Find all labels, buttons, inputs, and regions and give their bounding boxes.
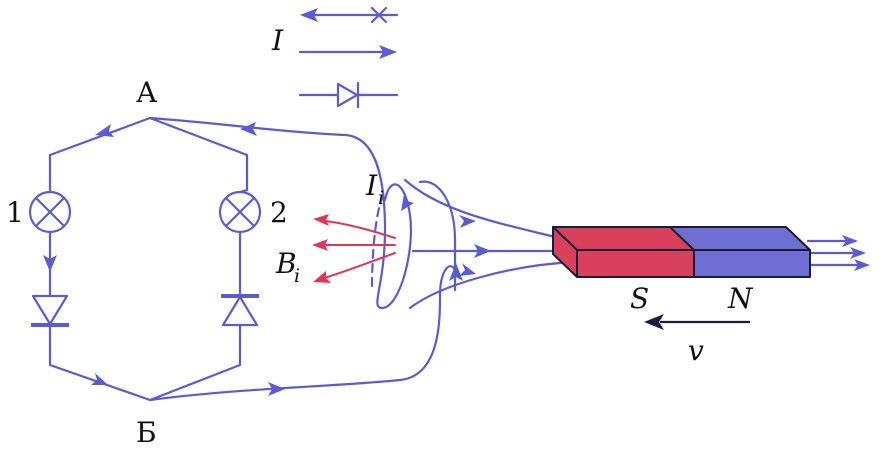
legend-arrow bbox=[298, 45, 397, 59]
south-pole-label: S bbox=[630, 282, 649, 315]
wire-coil-b bbox=[148, 265, 457, 402]
legend-current-symbol: I bbox=[271, 24, 284, 57]
lamp-2 bbox=[218, 190, 262, 234]
magnet-south-front bbox=[576, 249, 695, 278]
velocity-arrow bbox=[644, 314, 750, 330]
induced-current-subscript: i bbox=[378, 187, 384, 209]
node-b-label: Б bbox=[136, 416, 157, 449]
diode-left bbox=[31, 294, 69, 327]
magnet-north-front bbox=[693, 249, 811, 278]
lamp-2-label: 2 bbox=[270, 196, 288, 229]
wire-a-left bbox=[48, 116, 152, 192]
north-pole-label: N bbox=[727, 282, 754, 315]
induced-current-label: I bbox=[365, 169, 378, 202]
induced-field-subscript: i bbox=[294, 265, 300, 287]
velocity-label: v bbox=[688, 334, 704, 367]
magnet-field-lines bbox=[403, 178, 870, 310]
circuit bbox=[28, 116, 457, 402]
lamp-1 bbox=[28, 190, 72, 234]
wire-a-coil bbox=[148, 116, 387, 232]
coil-loop bbox=[370, 180, 463, 310]
arrow-a-left bbox=[95, 124, 114, 137]
magnet-north-top bbox=[669, 226, 811, 251]
legend-diode bbox=[298, 81, 399, 109]
induced-field-lines bbox=[312, 214, 396, 283]
legend-cross-arrow bbox=[300, 6, 399, 24]
legend: I bbox=[271, 6, 399, 109]
node-a-label: А bbox=[136, 76, 157, 109]
lamp-1-label: 1 bbox=[6, 196, 24, 229]
bar-magnet bbox=[552, 226, 811, 278]
wire-a-right bbox=[148, 116, 249, 192]
induced-field-label: B bbox=[275, 247, 297, 280]
diode-right bbox=[221, 294, 259, 327]
